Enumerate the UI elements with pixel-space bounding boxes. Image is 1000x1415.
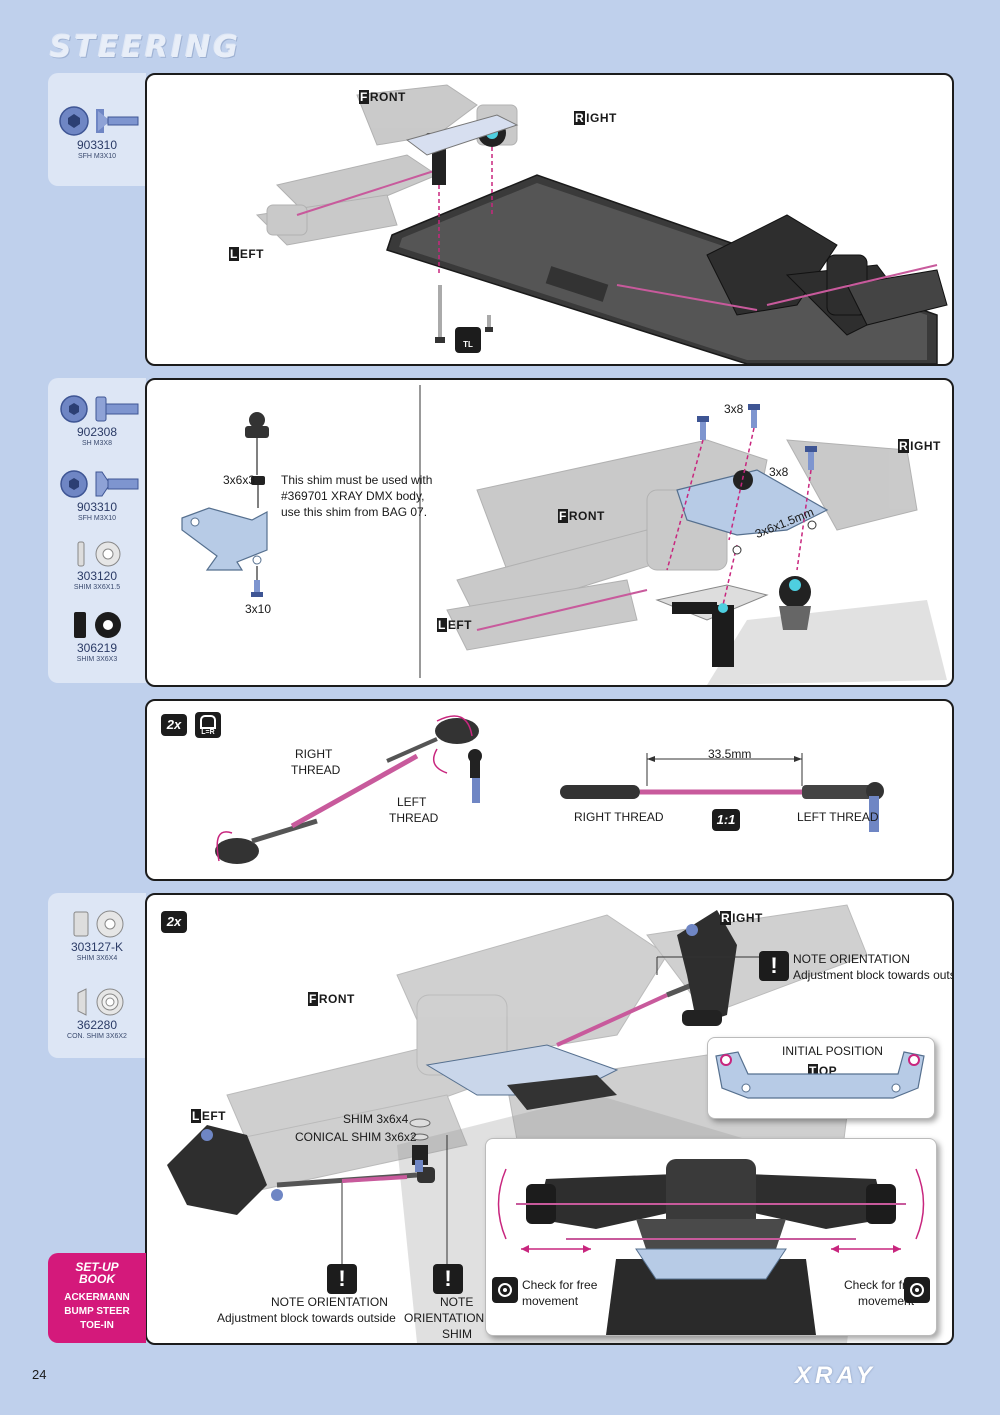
part-number: 306219 xyxy=(76,641,118,655)
part-desc: SH M3x8 xyxy=(82,440,112,447)
check-free-movement-right-1: Check for free xyxy=(844,1278,920,1292)
part-306219: 306219 SHIM 3x6x3 xyxy=(48,608,146,664)
svg-text:TL: TL xyxy=(463,340,473,349)
setup-book-badge[interactable]: SET-UP BOOK ACKERMANN BUMP STEER TOE-IN xyxy=(48,1253,146,1343)
steering-plate-top-view xyxy=(715,1051,925,1099)
label-right-thread-2: THREAD xyxy=(291,763,341,777)
note-orientation-top: NOTE ORIENTATION xyxy=(793,952,910,966)
part-362280: 362280 CON. SHIM 3x6x2 xyxy=(48,985,146,1041)
page-number: 24 xyxy=(32,1367,47,1382)
part-desc: SHIM 3x6x4 xyxy=(76,955,118,962)
label-shim-3x6x4: SHIM 3x6x4 xyxy=(343,1112,409,1126)
part-903310-b: 903310 SFH M3x10 xyxy=(48,467,146,523)
note-shim-2: ORIENTATION xyxy=(404,1311,485,1325)
shim-note-line-2: #369701 XRAY DMX body, xyxy=(281,489,425,503)
label-right-thread-1: RIGHT xyxy=(295,747,333,761)
label-left-thread: LEFT THREAD xyxy=(797,810,879,824)
check-free-movement-left-2: movement xyxy=(522,1294,579,1308)
setup-book-heading-2: BOOK xyxy=(79,1272,115,1286)
part-903310-a: 903310 SFH M3x10 xyxy=(48,103,146,161)
label-length-33.5mm: 33.5mm xyxy=(708,747,752,761)
part-303127-K: 303127-K SHIM 3x6x4 xyxy=(48,907,146,963)
warning-icon: ! xyxy=(433,1264,463,1294)
setup-item-toe-in: TOE-IN xyxy=(80,1320,114,1331)
label-left-thread-2: THREAD xyxy=(389,811,439,825)
setup-item-ackermann: ACKERMANN xyxy=(64,1292,130,1303)
parts-sidebar-1: 903310 SFH M3x10 xyxy=(48,73,146,186)
part-number: 903310 xyxy=(76,500,118,514)
countersunk-screw-icon xyxy=(60,470,139,498)
shim-note-line-3: use this shim from BAG 07. xyxy=(281,505,428,519)
threadlock-icon xyxy=(455,327,481,353)
label-screw-3x8-b: 3x8 xyxy=(769,465,789,479)
socket-head-screw-icon xyxy=(60,395,139,423)
label-screw-3x8-a: 3x8 xyxy=(724,402,744,416)
label-screw-3x10: 3x10 xyxy=(245,602,272,616)
steering-free-movement-illustration xyxy=(497,1159,925,1335)
label-left-thread-1: LEFT xyxy=(397,795,427,809)
chassis-assembly-illustration: TL xyxy=(255,84,948,364)
thick-shim-icon xyxy=(74,612,121,638)
steering-link-illustration xyxy=(215,715,884,864)
warning-icon: ! xyxy=(327,1264,357,1294)
free-movement-inset: Check for free movement Check for free m… xyxy=(485,1138,937,1336)
quantity-2x-badge: 2x xyxy=(161,714,187,736)
conical-shim-icon xyxy=(77,988,124,1016)
warning-icon: ! xyxy=(759,951,789,981)
part-desc: SHIM 3x6x3 xyxy=(76,656,118,663)
part-desc: SFH M3x10 xyxy=(77,515,117,522)
part-desc: SHIM 3x6x1.5 xyxy=(73,584,121,591)
part-number: 303127-K xyxy=(70,940,124,954)
label-right-thread: RIGHT THREAD xyxy=(574,810,664,824)
part-number: 362280 xyxy=(76,1018,118,1032)
rotate-check-icon xyxy=(904,1277,930,1303)
thin-shim-icon xyxy=(77,541,121,567)
setup-item-bump-steer: BUMP STEER xyxy=(64,1306,130,1317)
label-conical-shim-3x6x2: CONICAL SHIM 3x6x2 xyxy=(295,1130,417,1144)
part-number: 903310 xyxy=(76,138,118,152)
rotate-check-icon xyxy=(492,1277,518,1303)
step2-panel: 3x6x3 This shim must be used with #36970… xyxy=(145,378,954,687)
note-orientation-bottom: NOTE ORIENTATION xyxy=(271,1295,388,1309)
part-303120: 303120 SHIM 3x6x1.5 xyxy=(48,538,146,592)
parts-sidebar-2: 902308 SH M3x8 903310 SFH M3x10 303120 S… xyxy=(48,378,146,683)
setup-book-heading-1: SET-UP xyxy=(75,1260,119,1274)
check-free-movement-right-2: movement xyxy=(858,1294,915,1308)
scale-1-1-badge: 1:1 xyxy=(712,809,740,831)
shim-note-line-1: This shim must be used with xyxy=(281,473,433,487)
note-orientation-bottom-desc: Adjustment block towards outside xyxy=(217,1311,396,1325)
note-shim-1: NOTE xyxy=(440,1295,474,1309)
note-shim-3: SHIM xyxy=(442,1327,472,1341)
part-desc: SFH M3x10 xyxy=(77,153,117,160)
quantity-2x-badge: 2x xyxy=(161,911,187,933)
part-number: 902308 xyxy=(76,425,118,439)
steering-plate-exploded-illustration xyxy=(181,385,947,685)
step3-panel: 2x L=R RIGHT THREAD LEFT THREAD 33.5mm R… xyxy=(145,699,954,881)
note-orientation-top-desc: Adjustment block towards outside xyxy=(793,968,954,982)
parts-sidebar-4: 303127-K SHIM 3x6x4 362280 CON. SHIM 3x6… xyxy=(48,893,146,1058)
part-desc: CON. SHIM 3x6x2 xyxy=(67,1033,127,1040)
label-shim-3x6x3: 3x6x3 xyxy=(223,473,256,487)
initial-position-title: INITIAL POSITION xyxy=(782,1044,883,1058)
page-title: STEERING xyxy=(50,30,242,65)
part-number: 303120 xyxy=(76,569,118,583)
left-equals-right-icon: L=R xyxy=(195,712,221,738)
shim-icon xyxy=(73,910,124,938)
countersunk-screw-icon xyxy=(59,106,139,136)
check-free-movement-left-1: Check for free xyxy=(522,1278,598,1292)
part-902308: 902308 SH M3x8 xyxy=(48,392,146,448)
xray-logo: XRAY xyxy=(795,1362,876,1389)
